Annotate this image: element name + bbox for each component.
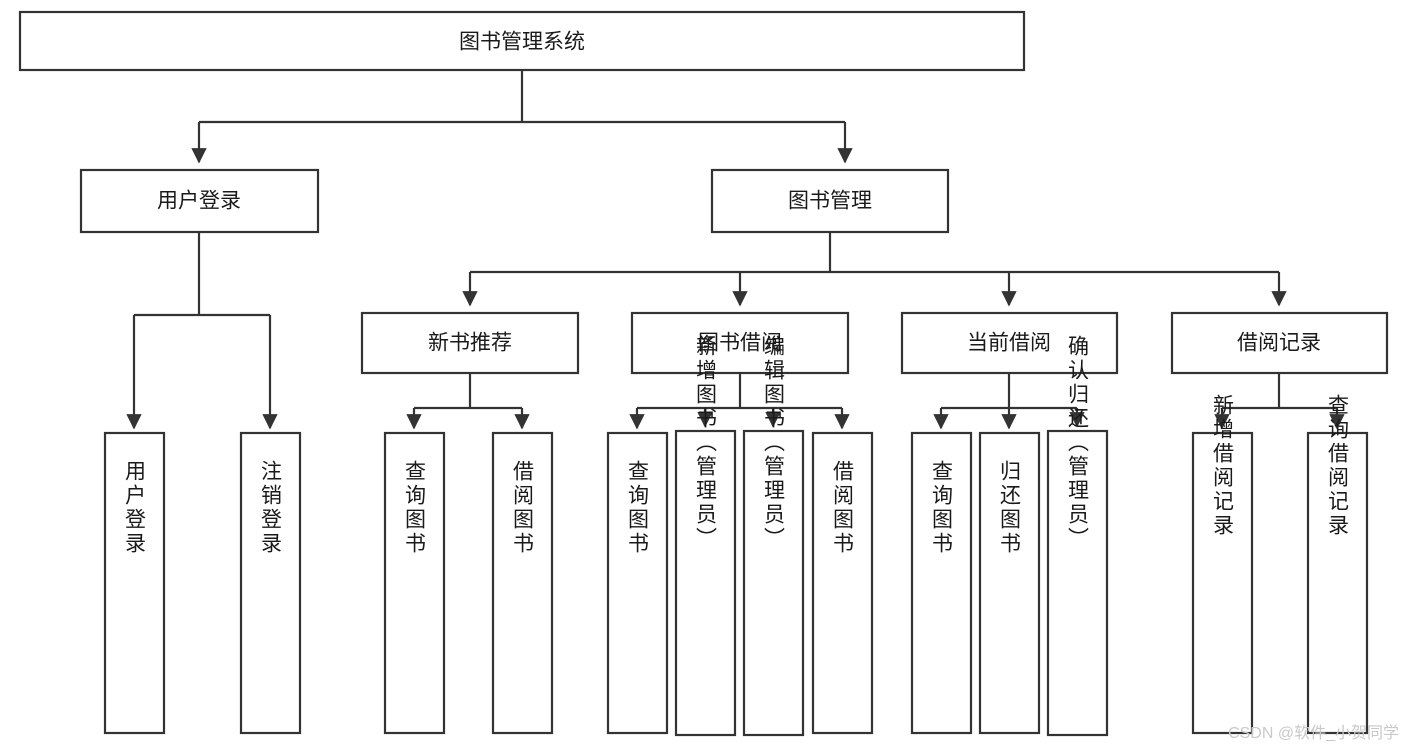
leaf-confirm-return[interactable]: 确认归还（管理员） — [1046, 335, 1109, 737]
leaf-user-login[interactable]: 用户登录 — [103, 431, 166, 735]
leaf-borrow-book-1-label: 借阅图书 — [511, 460, 535, 556]
node-book-borrow[interactable]: 图书借阅 — [630, 311, 850, 375]
leaf-query-book-2[interactable]: 查询图书 — [606, 431, 669, 735]
leaf-borrow-book-2[interactable]: 借阅图书 — [811, 431, 874, 735]
edges-new-book-recommend-to-leaves — [406, 373, 530, 430]
leaf-query-book-3[interactable]: 查询图书 — [910, 431, 973, 735]
node-new-book-recommend-label: 新书推荐 — [428, 332, 512, 355]
node-new-book-recommend[interactable]: 新书推荐 — [360, 311, 580, 375]
leaf-return-book-label: 归还图书 — [998, 460, 1022, 556]
leaf-add-record-label: 新增借阅记录 — [1211, 394, 1235, 538]
leaf-logout-label: 注销登录 — [259, 460, 283, 556]
node-current-borrow[interactable]: 当前借阅 — [900, 311, 1119, 375]
edges-book-manage-to-level3 — [462, 232, 1287, 307]
node-root-label: 图书管理系统 — [459, 31, 585, 54]
edges-current-borrow-to-leaves — [933, 373, 1085, 430]
edges-user-login-to-leaves — [126, 232, 278, 430]
leaf-borrow-book-1[interactable]: 借阅图书 — [491, 431, 554, 735]
leaf-return-book[interactable]: 归还图书 — [978, 431, 1041, 735]
node-borrow-record[interactable]: 借阅记录 — [1170, 311, 1389, 375]
node-user-login[interactable]: 用户登录 — [79, 168, 320, 234]
node-current-borrow-label: 当前借阅 — [967, 332, 1051, 355]
leaf-edit-book[interactable]: 编辑图书（管理员） — [742, 335, 805, 737]
node-root[interactable]: 图书管理系统 — [18, 10, 1026, 72]
leaf-add-book[interactable]: 新增图书（管理员） — [674, 335, 737, 737]
leaf-add-record[interactable]: 新增借阅记录 — [1191, 394, 1254, 735]
leaf-confirm-return-label: 确认归还（管理员） — [1066, 335, 1090, 551]
leaf-edit-book-label: 编辑图书（管理员） — [762, 335, 786, 551]
leaf-query-book-2-label: 查询图书 — [626, 460, 650, 556]
leaf-query-book-1[interactable]: 查询图书 — [383, 431, 446, 735]
leaf-query-record-label: 查询借阅记录 — [1326, 394, 1350, 538]
leaf-query-record[interactable]: 查询借阅记录 — [1306, 394, 1369, 735]
leaf-user-login-label: 用户登录 — [123, 460, 147, 556]
edges-book-borrow-to-leaves — [629, 373, 850, 430]
leaf-borrow-book-2-label: 借阅图书 — [831, 460, 855, 556]
edges-borrow-record-to-leaves — [1214, 373, 1345, 430]
edges-root-to-level2 — [191, 70, 853, 164]
node-borrow-record-label: 借阅记录 — [1237, 332, 1321, 355]
leaf-query-book-3-label: 查询图书 — [930, 460, 954, 556]
node-user-login-label: 用户登录 — [157, 190, 241, 213]
node-book-manage[interactable]: 图书管理 — [710, 168, 950, 234]
leaf-query-book-1-label: 查询图书 — [403, 460, 427, 556]
node-book-manage-label: 图书管理 — [788, 190, 872, 213]
node-book-borrow-label: 图书借阅 — [698, 332, 782, 355]
leaf-add-book-label: 新增图书（管理员） — [694, 335, 718, 551]
leaf-logout[interactable]: 注销登录 — [239, 431, 302, 735]
